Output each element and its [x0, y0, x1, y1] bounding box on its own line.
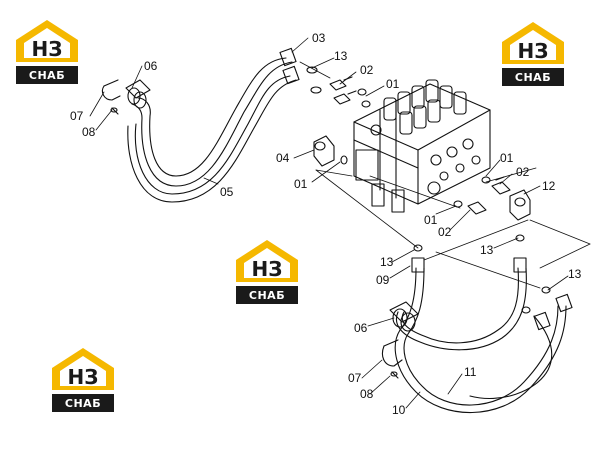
callout-04: 04 [276, 151, 290, 165]
bolt-08-top [110, 107, 119, 115]
callout-06-bottom: 06 [354, 321, 368, 335]
bolt-08-bottom [390, 371, 399, 379]
bracket-07-bottom [381, 339, 403, 367]
callout-08-bottom: 08 [360, 387, 374, 401]
callout-02-lower: 02 [438, 225, 452, 239]
bracket-07-top [101, 79, 121, 101]
seal-01-right [481, 176, 491, 184]
callout-02-top: 02 [360, 63, 374, 77]
fitting-09 [411, 257, 573, 331]
callout-13-top: 13 [334, 49, 348, 63]
callout-01-right: 01 [500, 151, 514, 165]
seal-01-left [340, 155, 348, 165]
callout-12: 12 [542, 179, 556, 193]
callout-01-left: 01 [294, 177, 308, 191]
hose-10 [394, 267, 567, 414]
connection-lines [299, 61, 591, 289]
callout-11: 11 [464, 365, 477, 379]
clamp-06-bottom [389, 301, 419, 332]
adapter-02-top [329, 76, 357, 105]
adapter-02-lower [467, 201, 487, 215]
callout-09: 09 [376, 273, 390, 287]
svg-text:НЗ: НЗ [68, 365, 99, 389]
svg-text:НЗ: НЗ [32, 37, 63, 61]
callout-13-left: 13 [380, 255, 394, 269]
watermark-logo-center: НЗ СНАБ [234, 238, 300, 308]
callout-13-mid: 13 [480, 243, 494, 257]
callout-06-top: 06 [144, 59, 158, 73]
callout-13-right: 13 [568, 267, 582, 281]
svg-text:СНАБ: СНАБ [249, 289, 285, 302]
watermark-logo-top-right: НЗ СНАБ [500, 20, 566, 90]
callout-03: 03 [312, 31, 326, 45]
callout-02-right: 02 [516, 165, 530, 179]
elbow-12 [509, 189, 531, 221]
callout-07-bottom: 07 [348, 371, 362, 385]
seal-13-top [306, 66, 322, 94]
control-valve-block [353, 79, 491, 213]
seal-01-top [357, 88, 371, 108]
svg-text:СНАБ: СНАБ [65, 397, 101, 410]
callout-10: 10 [392, 403, 406, 417]
hose-05 [127, 57, 297, 203]
callout-08-top: 08 [82, 125, 96, 139]
fitting-03 [279, 47, 300, 85]
svg-text:СНАБ: СНАБ [29, 69, 65, 82]
svg-text:СНАБ: СНАБ [515, 71, 551, 84]
svg-text:НЗ: НЗ [252, 257, 283, 281]
svg-text:НЗ: НЗ [518, 39, 549, 63]
callout-07-top: 07 [70, 109, 84, 123]
callout-05: 05 [220, 185, 234, 199]
elbow-04 [313, 135, 335, 167]
callout-01-lower: 01 [424, 213, 438, 227]
seal-13-lower [413, 234, 551, 314]
callout-01-top: 01 [386, 77, 400, 91]
watermark-logo-bottom-left: НЗ СНАБ [50, 346, 116, 416]
clamp-06-top [125, 79, 151, 109]
leader-lines [89, 37, 569, 409]
watermark-logo-top-left: НЗ СНАБ [14, 18, 80, 88]
